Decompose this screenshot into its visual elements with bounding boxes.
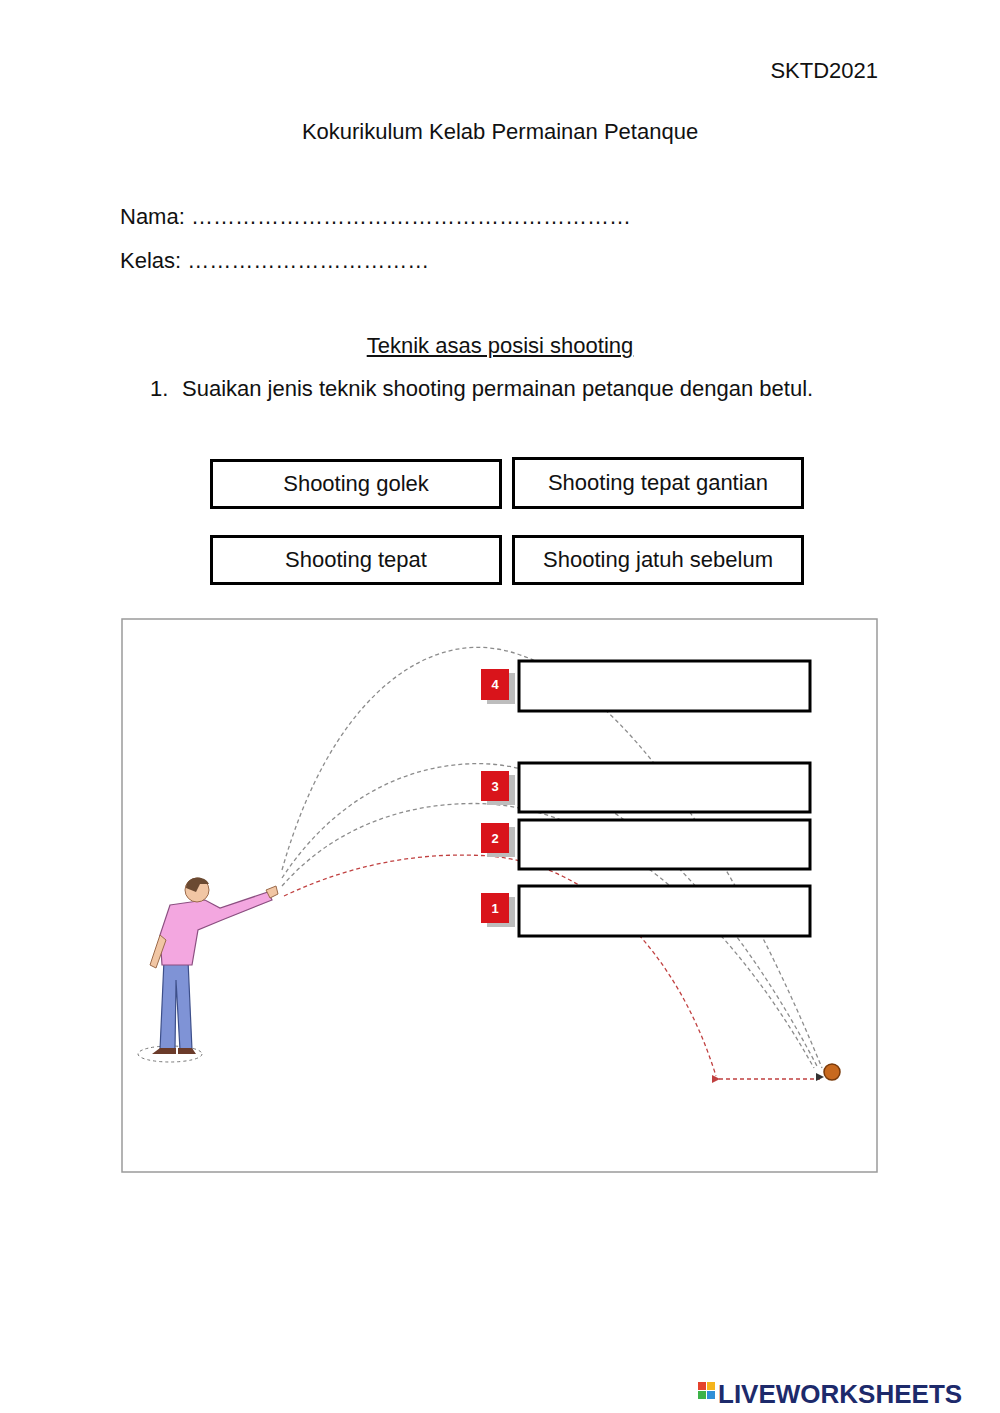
name-field: Nama: …………………………………………………… — [120, 203, 631, 232]
option-box: Shooting jatuh sebelum — [512, 535, 804, 585]
sheet-code: SKTD2021 — [770, 57, 878, 86]
callout-number: 1 — [481, 893, 509, 923]
target-ball — [824, 1064, 840, 1080]
arrow-mark — [816, 1073, 824, 1081]
legs — [160, 960, 192, 1050]
node-text: Shooting tepat gantian — [548, 470, 768, 496]
trajectories — [282, 647, 822, 1079]
head — [185, 878, 209, 902]
arc-4 — [282, 647, 822, 1068]
shirt — [160, 892, 272, 965]
instruction-text: Suaikan jenis teknik shooting permainan … — [182, 375, 842, 404]
callout-number: 3 — [481, 771, 509, 801]
callout-number: 2 — [481, 823, 509, 853]
answer-box — [519, 820, 810, 869]
class-field: Kelas: …………………………… — [120, 247, 429, 276]
node-text: Shooting tepat — [285, 547, 427, 573]
roll-line — [712, 1078, 820, 1079]
page-title: Kokurikulum Kelab Permainan Petanque — [0, 118, 1000, 147]
left-arm — [150, 935, 166, 968]
arc-2 — [282, 804, 814, 1068]
callout-number: 4 — [481, 669, 509, 700]
option-box: Shooting tepat — [210, 535, 502, 585]
option-box: Shooting tepat gantian — [512, 457, 804, 509]
node-text: 2 — [491, 831, 498, 846]
node-text: Shooting jatuh sebelum — [543, 547, 773, 573]
shoes — [152, 1048, 196, 1054]
answer-box — [519, 661, 810, 711]
hand — [266, 886, 278, 898]
answer-box — [519, 886, 810, 936]
hair — [186, 878, 209, 892]
node-text: 3 — [491, 779, 498, 794]
picture-frame — [122, 619, 877, 1172]
option-box: Shooting golek — [210, 459, 502, 509]
node-text: 1 — [491, 901, 498, 916]
node-text: Shooting golek — [283, 471, 429, 497]
player-figure — [138, 878, 278, 1062]
node-text: 4 — [491, 677, 498, 692]
watermark: LIVEWORKSHEETS — [718, 1378, 962, 1412]
answer-boxes — [519, 661, 810, 936]
section-heading: Teknik asas posisi shooting — [0, 332, 1000, 361]
answer-box — [519, 763, 810, 812]
question-number: 1. — [150, 375, 168, 404]
arrow-mark — [712, 1075, 720, 1083]
logo-icon — [698, 1382, 715, 1399]
arc-3 — [282, 764, 818, 1068]
